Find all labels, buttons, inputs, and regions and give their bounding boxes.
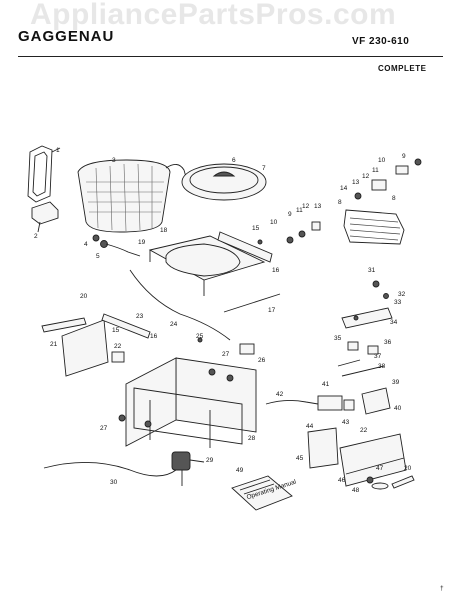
callout-23: 23: [136, 313, 144, 320]
part-oil-tank: [148, 235, 266, 296]
callout-18: 18: [160, 227, 168, 234]
header-rule: [18, 56, 443, 57]
callout-46: 46: [338, 477, 346, 484]
callout-42: 42: [276, 391, 284, 398]
callout-34: 34: [390, 319, 398, 326]
callout-22b: 22: [360, 427, 368, 434]
callout-20b: 20: [404, 465, 412, 472]
callout-19: 19: [138, 239, 146, 246]
callout-38: 38: [378, 363, 386, 370]
part-hinge-bracket: [31, 201, 59, 233]
callout-16b: 16: [150, 333, 158, 340]
callout-10b: 10: [270, 219, 278, 226]
callout-13: 13: [352, 179, 360, 186]
part-fry-basket: [77, 159, 189, 233]
callout-26: 26: [258, 357, 266, 364]
model-number: VF 230-610: [352, 36, 410, 47]
callout-20: 20: [80, 293, 88, 300]
callout-15b: 15: [112, 327, 120, 334]
callout-36: 36: [384, 339, 392, 346]
part-fryer-lid: [181, 163, 267, 201]
callout-1: 1: [56, 147, 60, 154]
callout-11: 11: [372, 167, 379, 174]
part-wiring-harness: [265, 395, 355, 411]
callout-39: 39: [392, 379, 400, 386]
callout-5: 5: [96, 253, 100, 260]
part-housing-frame: [125, 357, 257, 448]
callout-10: 10: [378, 157, 386, 164]
callout-15: 15: [252, 225, 260, 232]
callout-35: 35: [334, 335, 342, 342]
callout-31: 31: [368, 267, 376, 274]
callout-24: 24: [170, 321, 178, 328]
callout-16: 16: [272, 267, 280, 274]
part-control-panel: [41, 317, 125, 377]
callout-27: 27: [222, 351, 230, 358]
part-operating-manual: [231, 475, 293, 511]
diagram-subtitle: COMPLETE: [378, 64, 427, 73]
callout-12b: 12: [302, 203, 310, 210]
callout-32: 32: [398, 291, 406, 298]
callout-41: 41: [322, 381, 330, 388]
callout-2: 2: [34, 233, 38, 240]
callout-43: 43: [342, 419, 350, 426]
callout-7: 7: [262, 165, 266, 172]
callout-27b: 27: [100, 425, 108, 432]
brand-logo: GAGGENAU: [18, 28, 115, 45]
callout-33: 33: [394, 299, 402, 306]
callout-28: 28: [248, 435, 256, 442]
callout-8b: 8: [338, 199, 342, 206]
callout-3: 3: [112, 157, 116, 164]
part-rod: [223, 293, 281, 313]
callout-8: 8: [392, 195, 396, 202]
part-small-hardware-upper: [286, 158, 422, 244]
part-knobs-thermostat: [92, 234, 141, 257]
callout-44: 44: [306, 423, 314, 430]
callout-48: 48: [352, 487, 360, 494]
callout-40: 40: [394, 405, 402, 412]
part-heating-element: [343, 209, 405, 245]
callout-12: 12: [362, 173, 370, 180]
part-terminal-feet: [118, 343, 255, 428]
part-cable-bar: [101, 269, 231, 343]
callout-37: 37: [374, 353, 382, 360]
callout-45: 45: [296, 455, 304, 462]
callout-47: 47: [376, 465, 384, 472]
callout-17: 17: [268, 307, 276, 314]
callout-6: 6: [232, 157, 236, 164]
callout-22: 22: [114, 343, 122, 350]
callout-4: 4: [84, 241, 88, 248]
callout-9b: 9: [288, 211, 292, 218]
callout-9: 9: [402, 153, 406, 160]
callout-14: 14: [340, 185, 348, 192]
part-side-rail: [217, 231, 273, 263]
callout-30: 30: [110, 479, 118, 486]
callout-49: 49: [236, 467, 244, 474]
callout-11b: 11: [296, 207, 303, 214]
callout-13b: 13: [314, 203, 322, 210]
callout-21: 21: [50, 341, 58, 348]
corner-mark: †: [440, 585, 444, 592]
callout-25: 25: [196, 333, 204, 340]
callout-29: 29: [206, 457, 214, 464]
part-drain-pump-cord: [43, 451, 205, 486]
part-base-plate: [307, 427, 415, 490]
part-lid-gasket: [27, 145, 61, 203]
part-switch-assembly: [337, 280, 393, 415]
